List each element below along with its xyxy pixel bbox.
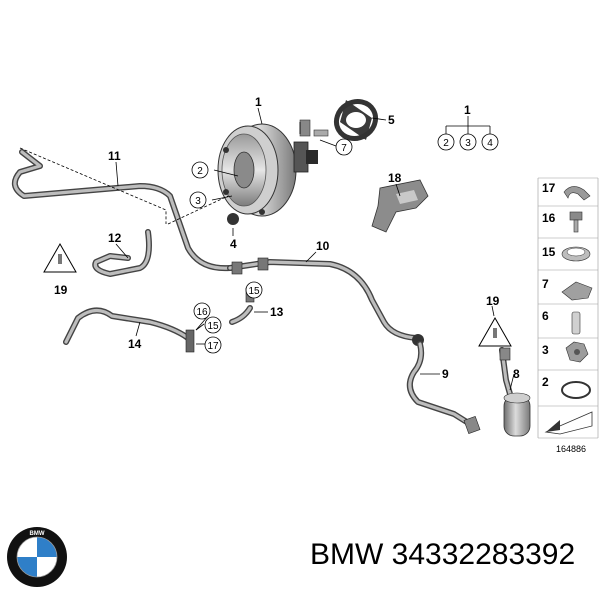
legend-3: 3: [542, 343, 549, 357]
clamp-small: [299, 119, 329, 137]
callout-8: 8: [513, 367, 520, 381]
gasket-ring: [333, 98, 379, 142]
callout-1: 1: [255, 95, 262, 109]
svg-text:16: 16: [196, 307, 208, 318]
group-sub-3: 3: [459, 133, 477, 151]
callout-15-lower-circled: 15: [204, 316, 222, 334]
svg-text:17: 17: [207, 341, 219, 352]
svg-text:15: 15: [248, 286, 260, 297]
callout-18: 18: [388, 171, 402, 185]
svg-text:4: 4: [487, 138, 493, 149]
legend-15: 15: [542, 245, 556, 259]
parts-legend: 17 16 15 7 6 3 2 164886: [537, 177, 599, 454]
callout-19-right: 19: [486, 294, 500, 308]
group-callout-1: 1: [464, 103, 471, 117]
svg-text:BMW: BMW: [30, 531, 45, 537]
grommet: [227, 213, 239, 225]
callout-14: 14: [128, 337, 142, 351]
bmw-logo-icon: BMW: [7, 527, 67, 587]
warning-triangle-icon: [478, 316, 512, 347]
svg-text:7: 7: [341, 143, 347, 154]
callout-13: 13: [270, 305, 284, 319]
callout-12: 12: [108, 231, 122, 245]
legend-17: 17: [542, 181, 556, 195]
legend-16: 16: [542, 211, 556, 225]
callout-7-circled: 7: [335, 138, 353, 156]
warning-triangle-icon: [43, 242, 77, 273]
svg-text:3: 3: [465, 138, 471, 149]
brake-booster: [217, 123, 318, 217]
callout-3-circled: 3: [189, 191, 207, 209]
callout-16-circled: 16: [193, 302, 211, 320]
part-number-title: BMW 34332283392: [310, 538, 576, 571]
vacuum-pump: [499, 347, 531, 437]
drawing-number: 164886: [556, 444, 586, 454]
legend-7: 7: [542, 277, 549, 291]
svg-text:15: 15: [207, 321, 219, 332]
group-sub-2: 2: [437, 133, 455, 151]
legend-2: 2: [542, 375, 549, 389]
callout-9: 9: [442, 367, 449, 381]
brand-footer: BMW BMW 34332283392: [0, 520, 600, 600]
svg-text:2: 2: [443, 138, 449, 149]
callout-17-circled: 17: [204, 336, 222, 354]
callout-11: 11: [108, 149, 121, 163]
callout-10: 10: [316, 239, 330, 253]
svg-text:2: 2: [197, 166, 203, 177]
callout-15-upper-circled: 15: [245, 281, 263, 299]
svg-text:3: 3: [195, 196, 201, 207]
callout-19-left: 19: [54, 283, 68, 297]
legend-6: 6: [542, 309, 549, 323]
bracket: [371, 179, 429, 233]
callout-4: 4: [230, 237, 237, 251]
group-sub-4: 4: [481, 133, 499, 151]
callout-2-circled: 2: [191, 161, 209, 179]
callout-5: 5: [388, 113, 395, 127]
